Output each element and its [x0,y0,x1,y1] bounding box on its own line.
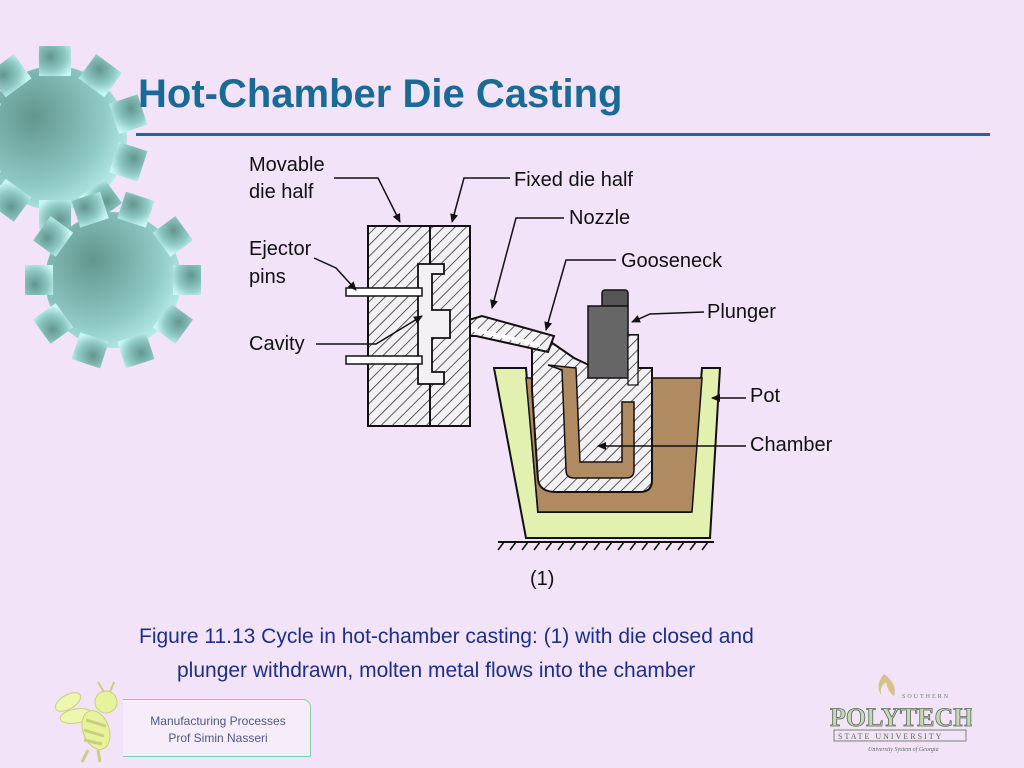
label-chamber: Chamber [750,434,833,456]
footer-text: Manufacturing Processes Prof Simin Nasse… [140,713,296,747]
ground [497,541,714,551]
plunger [587,289,639,386]
logo-top: SOUTHERN [902,694,950,700]
footer-author: Prof Simin Nasseri [168,731,268,745]
label-plunger: Plunger [707,301,776,323]
label-pot: Pot [750,385,780,407]
page-title: Hot-Chamber Die Casting [138,72,623,116]
hot-chamber-diagram: Movable die half Fixed die half Nozzle E… [249,154,833,590]
label-ejector-line2: pins [249,266,286,288]
label-movable-line2: die half [249,181,314,203]
label-nozzle: Nozzle [569,207,630,229]
footer-box [123,699,311,757]
gear-icon [0,46,148,230]
label-gooseneck: Gooseneck [621,250,723,272]
label-stage: (1) [530,568,554,590]
nozzle [461,314,556,354]
flame-icon [878,674,895,696]
bee-mascot-icon [54,681,118,763]
caption-line-2: plunger withdrawn, molten metal flows in… [177,659,696,682]
footer-course: Manufacturing Processes [150,714,286,728]
title-divider [136,133,990,136]
caption-line-1: Figure 11.13 Cycle in hot-chamber castin… [139,625,754,648]
cavity [417,263,451,385]
logo-sub: STATE UNIVERSITY [838,732,943,741]
figure-caption: Figure 11.13 Cycle in hot-chamber castin… [139,620,919,688]
gear-icon [25,191,201,369]
label-movable-line1: Movable [249,154,325,176]
leader-lines [313,177,746,450]
label-fixed: Fixed die half [514,169,633,191]
chamber-passage [547,364,635,479]
university-logo: SOUTHERN POLYTECHNIC STATE UNIVERSITY Un… [830,674,972,753]
logo-name: POLYTECHNIC [830,703,972,732]
label-ejector-line1: Ejector [249,238,312,260]
gears-decoration [0,46,201,369]
ejector-pins [345,287,423,365]
logo-tagline: University System of Georgia [868,746,939,753]
label-cavity: Cavity [249,333,305,355]
